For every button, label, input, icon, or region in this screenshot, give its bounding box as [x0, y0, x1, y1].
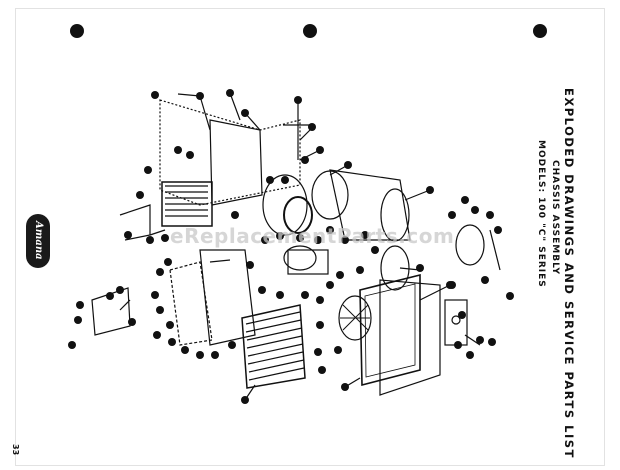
punch-hole-left — [70, 24, 84, 38]
page-subtitle: CHASSIS ASSEMBLY — [550, 160, 560, 275]
watermark-text: eReplacementParts.com — [170, 224, 455, 248]
amana-logo: Amana — [26, 214, 50, 268]
page-number: 33 — [11, 444, 20, 456]
punch-hole-right — [533, 24, 547, 38]
catalog-page — [15, 8, 605, 466]
logo-text: Amana — [33, 221, 44, 260]
models-label: MODELS: 100 "C" SERIES — [536, 140, 546, 288]
page-title: EXPLODED DRAWINGS AND SERVICE PARTS LIST — [562, 88, 576, 459]
punch-hole-center — [303, 24, 317, 38]
